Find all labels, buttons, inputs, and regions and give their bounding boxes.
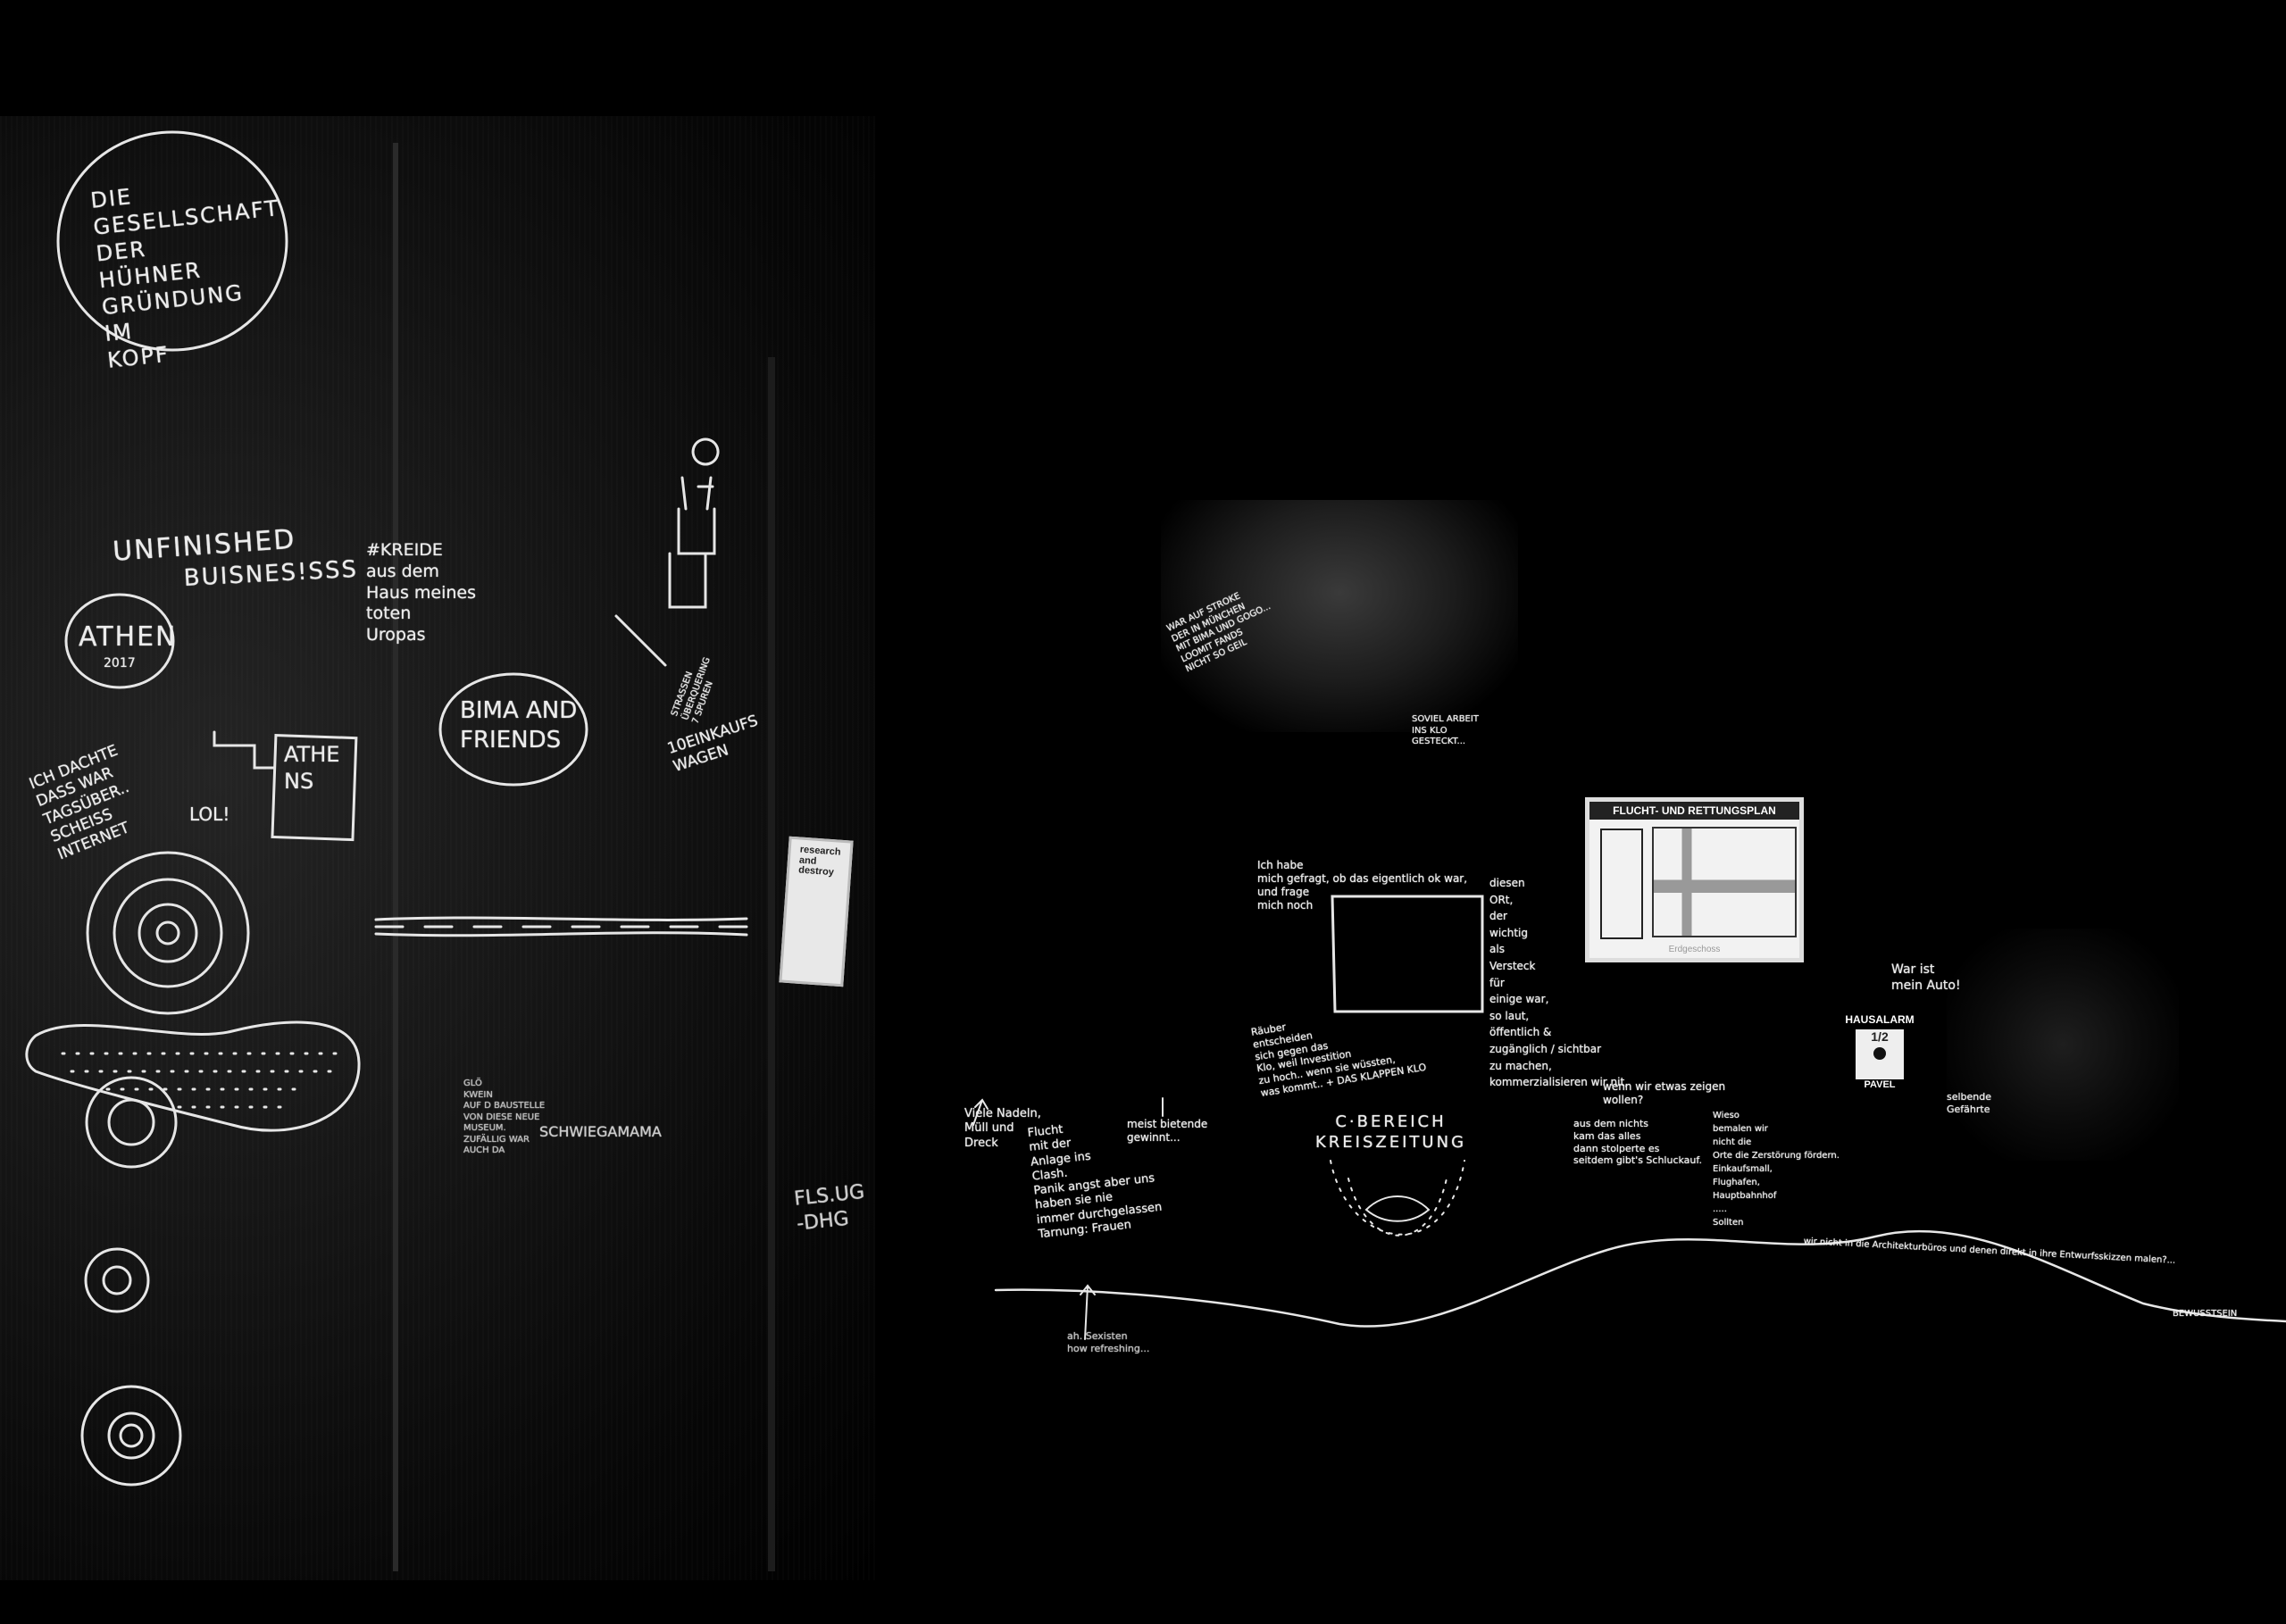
huehner-text: DIE GESELLSCHAFT DER HÜHNER GRÜNDUNG IM … bbox=[89, 184, 281, 373]
athen-text: ATHEN bbox=[79, 621, 178, 653]
ich-habe-text: Ich habe mich gefragt, ob das eigentlich… bbox=[1257, 859, 1468, 912]
road-line bbox=[374, 916, 748, 937]
schwiegamama-text: SCHWIEGAMAMA bbox=[539, 1123, 662, 1140]
blob-dots bbox=[61, 1052, 341, 1109]
escape-plan-legend bbox=[1600, 829, 1643, 939]
alarm-label: HAUSALARM bbox=[1845, 1013, 1915, 1026]
bulb-icon bbox=[691, 437, 720, 488]
athens-box bbox=[271, 733, 358, 842]
viele-nadeln-text: Viele Nadeln, Müll und Dreck bbox=[964, 1107, 1041, 1150]
kreide-text: #KREIDE aus dem Haus meines toten Uropas bbox=[366, 540, 477, 645]
athens-box-text: ATHE NS bbox=[284, 742, 340, 794]
alarm-tag: PAVEL bbox=[1864, 1079, 1896, 1090]
pointer-line bbox=[614, 614, 667, 667]
wieso-text: Wieso bemalen wir nicht die Orte die Zer… bbox=[1713, 1111, 1840, 1228]
flsug-text: FLS.UG -DHG bbox=[793, 1180, 866, 1236]
selbende-text: selbende Gefährte bbox=[1947, 1091, 1992, 1115]
arrow-line bbox=[213, 730, 276, 770]
escape-plan-map bbox=[1652, 827, 1797, 937]
door-edge bbox=[768, 357, 775, 1571]
door-edge bbox=[393, 143, 398, 1571]
war-ist-auto-text: War ist mein Auto! bbox=[1891, 962, 1961, 993]
wave-line bbox=[994, 1229, 2286, 1328]
wall-light-spot bbox=[1161, 500, 1518, 732]
bima-circle bbox=[438, 672, 588, 787]
c-bereich-text: C·BEREICH KREISZEITUNG bbox=[1315, 1112, 1467, 1152]
arrow-up bbox=[1080, 1284, 1096, 1340]
square-drawing bbox=[1331, 895, 1484, 1013]
spiral-drawing bbox=[80, 851, 250, 1487]
rabbit-drawing bbox=[668, 476, 716, 609]
athen-year: 2017 bbox=[104, 656, 136, 670]
escape-plan-title: FLUCHT- UND RETTUNGSPLAN bbox=[1589, 802, 1799, 820]
soviel-arbeit-text: SOVIEL ARBEIT INS KLO GESTECKT... bbox=[1412, 714, 1479, 746]
left-wall-panel bbox=[0, 116, 875, 1580]
research-and-destroy-poster: research and destroy bbox=[779, 836, 854, 987]
blob-drawing bbox=[25, 1020, 361, 1132]
meist-bietende-text: meist bietende gewinnt... bbox=[1127, 1118, 1208, 1144]
athen-circle bbox=[64, 593, 175, 689]
escape-plan-footer: Erdgeschoss bbox=[1668, 945, 1721, 954]
poster-text: research and destroy bbox=[797, 844, 841, 879]
alarm-button-icon bbox=[1873, 1047, 1886, 1060]
lol-text: LOL! bbox=[189, 804, 230, 825]
diesen-ort-text: diesen ORt, der wichtig als Versteck für… bbox=[1489, 877, 1629, 1089]
aus-dem-nichts-text: aus dem nichts kam das alles dann stolpe… bbox=[1573, 1118, 1702, 1167]
fire-alarm-box: HAUSALARM 1/2 PAVEL bbox=[1840, 1013, 1920, 1094]
bima-text: BIMA AND FRIENDS bbox=[460, 697, 578, 754]
huehner-circle bbox=[56, 130, 288, 352]
escape-plan-sign: FLUCHT- UND RETTUNGSPLAN Erdgeschoss bbox=[1585, 797, 1804, 962]
ah-sexisten-text: ah. Sexisten how refreshing... bbox=[1067, 1330, 1150, 1354]
gloe-text: GLÖ KWEIN AUF D BAUSTELLE VON DIESE NEUE… bbox=[463, 1079, 546, 1155]
bewusstsein-text: BEWUSSTSEIN bbox=[2173, 1309, 2238, 1319]
arrow-up bbox=[972, 1098, 989, 1126]
alarm-plate: 1/2 bbox=[1856, 1029, 1904, 1079]
wenn-wir-text: wenn wir etwas zeigen wollen? bbox=[1603, 1080, 1726, 1106]
mouth-beard-drawing bbox=[1330, 1160, 1465, 1237]
wall-light-spot bbox=[1947, 929, 2179, 1161]
alarm-number: 1/2 bbox=[1871, 1029, 1889, 1044]
